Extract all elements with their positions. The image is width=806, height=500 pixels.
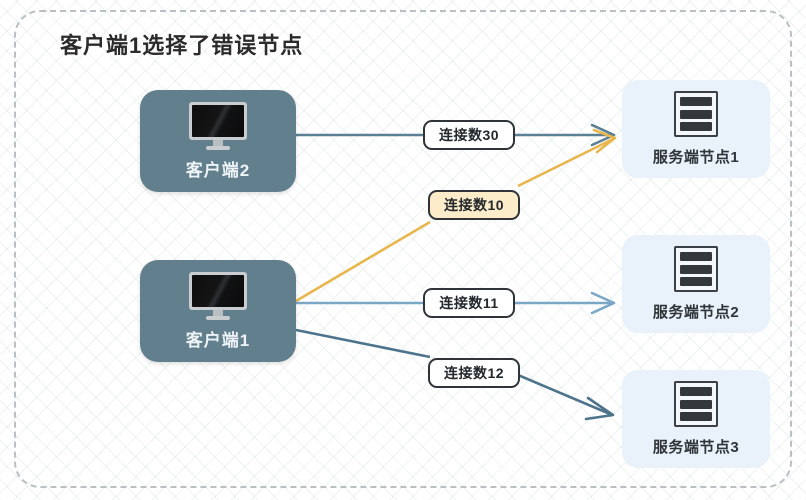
client-node-client-1[interactable]: 客户端1 <box>140 260 296 362</box>
server-node-1[interactable]: 服务端节点1 <box>622 80 770 178</box>
connection-label-client1-server1[interactable]: 连接数10 <box>428 190 520 220</box>
connection-label-client1-server2[interactable]: 连接数11 <box>423 288 515 318</box>
server-node-2[interactable]: 服务端节点2 <box>622 235 770 333</box>
edge-client1-to-server2 <box>296 291 616 315</box>
server-rack-icon <box>674 246 718 292</box>
connection-label-client2-server1[interactable]: 连接数30 <box>423 120 515 150</box>
server-node-label: 服务端节点2 <box>652 304 740 321</box>
connection-label-client1-server3[interactable]: 连接数12 <box>428 358 520 388</box>
client-node-label: 客户端2 <box>185 160 251 180</box>
server-rack-icon <box>674 381 718 427</box>
diagram-title: 客户端1选择了错误节点 <box>60 33 304 58</box>
server-node-3[interactable]: 服务端节点3 <box>622 370 770 468</box>
edge-client1-to-server3 <box>295 328 615 421</box>
server-node-label: 服务端节点1 <box>652 149 740 166</box>
edge-client1-to-server1-highlight <box>295 128 617 303</box>
monitor-icon <box>189 271 247 320</box>
client-node-label: 客户端1 <box>185 330 251 350</box>
server-node-label: 服务端节点3 <box>652 439 740 456</box>
server-rack-icon <box>674 91 718 137</box>
edge-client2-to-server1 <box>296 123 616 147</box>
client-node-client-2[interactable]: 客户端2 <box>140 90 296 192</box>
monitor-icon <box>189 101 247 150</box>
